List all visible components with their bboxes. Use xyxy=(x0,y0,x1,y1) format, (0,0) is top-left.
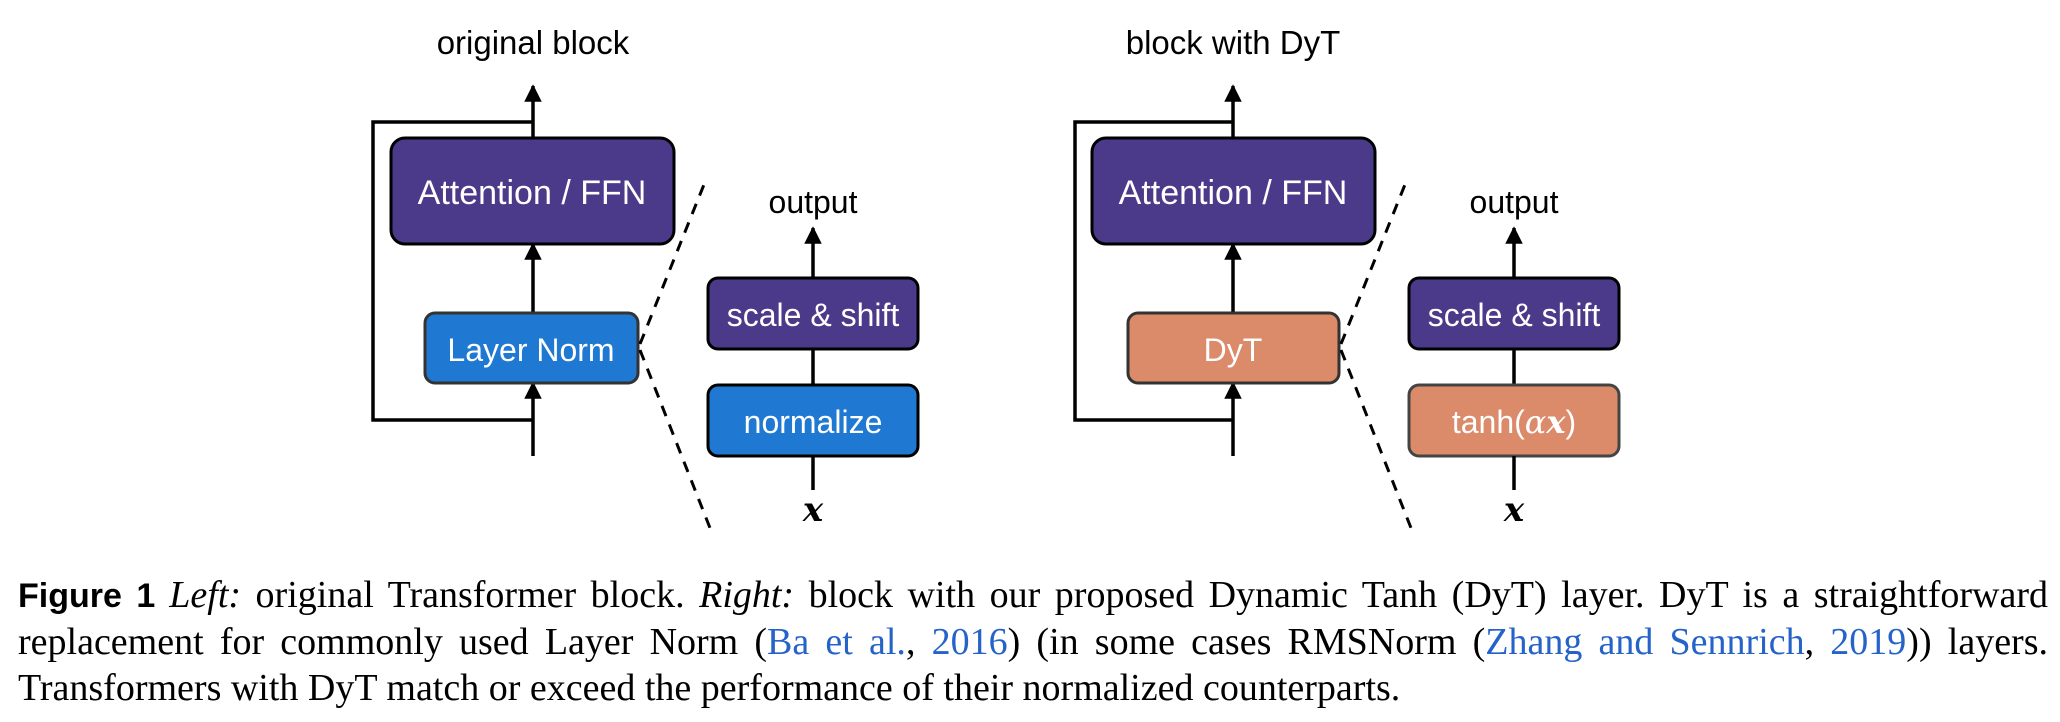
left-zoom-line-top xyxy=(638,181,707,345)
right-scale-shift-box: scale & shift xyxy=(1407,276,1621,351)
left-attention-ffn-box: Attention / FFN xyxy=(389,136,676,246)
left-layer-norm-label: Layer Norm xyxy=(447,332,614,368)
right-panel: block with DyT Attention / FFN DyT outpu… xyxy=(1073,24,1621,530)
right-attention-ffn-label: Attention / FFN xyxy=(1119,174,1348,212)
left-attention-ffn-label: Attention / FFN xyxy=(418,174,647,212)
tanh-alpha: α xyxy=(1525,403,1547,441)
caption-text-1: original Transformer block. xyxy=(241,574,700,616)
tanh-x: x xyxy=(1545,403,1566,441)
left-normalize-box: normalize xyxy=(706,383,920,458)
citation-ba-author[interactable]: Ba et al. xyxy=(767,621,906,663)
right-attention-ffn-box: Attention / FFN xyxy=(1090,136,1377,246)
left-panel-title: original block xyxy=(437,24,630,61)
left-zoom-detail: output scale & shift normalize x xyxy=(706,184,920,530)
citation-zhang-author[interactable]: Zhang and Sennrich xyxy=(1485,621,1805,663)
citation-ba-year[interactable]: 2016 xyxy=(931,621,1008,663)
caption-text-4: )) layers. Transformers with DyT match o… xyxy=(18,621,2049,709)
right-zoom-line-bottom xyxy=(1339,349,1413,529)
left-zoom-output-label: output xyxy=(769,184,858,220)
citation-separator-1: , xyxy=(905,621,932,663)
right-residual-line xyxy=(1073,120,1233,422)
left-normalize-label: normalize xyxy=(744,404,883,440)
left-scale-shift-box: scale & shift xyxy=(706,276,920,351)
tanh-prefix: tanh( xyxy=(1452,404,1525,440)
citation-separator-2: , xyxy=(1804,621,1831,663)
right-zoom-output-label: output xyxy=(1470,184,1559,220)
right-zoom-input-x: x xyxy=(1503,490,1525,530)
tanh-suffix: ) xyxy=(1565,404,1576,440)
right-panel-title: block with DyT xyxy=(1126,24,1341,61)
caption-left-label: Left: xyxy=(169,574,242,616)
left-panel: original block Attention / FFN Layer Nor… xyxy=(371,24,920,530)
right-zoom-line-top xyxy=(1339,181,1408,345)
caption-text-2: block with our proposed Dynamic Tanh (Dy… xyxy=(18,574,2048,663)
left-zoom-line-bottom xyxy=(638,349,712,529)
left-zoom-input-x: x xyxy=(802,490,824,530)
caption-right-label: Right: xyxy=(699,574,795,616)
caption-text-3: ) (in some cases RMSNorm ( xyxy=(1007,621,1486,663)
left-layer-norm-box: Layer Norm xyxy=(423,311,640,385)
right-dyt-label: DyT xyxy=(1204,332,1263,368)
transformer-block-diagram: original block Attention / FFN Layer Nor… xyxy=(371,24,1621,530)
right-tanh-label: tanh(αx) xyxy=(1452,403,1576,441)
right-scale-shift-label: scale & shift xyxy=(1428,297,1601,333)
left-residual-line xyxy=(371,120,533,422)
citation-zhang-year[interactable]: 2019 xyxy=(1830,621,1907,663)
figure-caption: Figure 1 Left: original Transformer block… xyxy=(18,572,2048,711)
right-tanh-box: tanh(αx) xyxy=(1407,383,1621,458)
right-dyt-box: DyT xyxy=(1126,311,1341,385)
figure-label: Figure 1 xyxy=(18,577,156,615)
right-zoom-detail: output scale & shift tanh(αx) x xyxy=(1407,184,1621,530)
left-scale-shift-label: scale & shift xyxy=(727,297,900,333)
